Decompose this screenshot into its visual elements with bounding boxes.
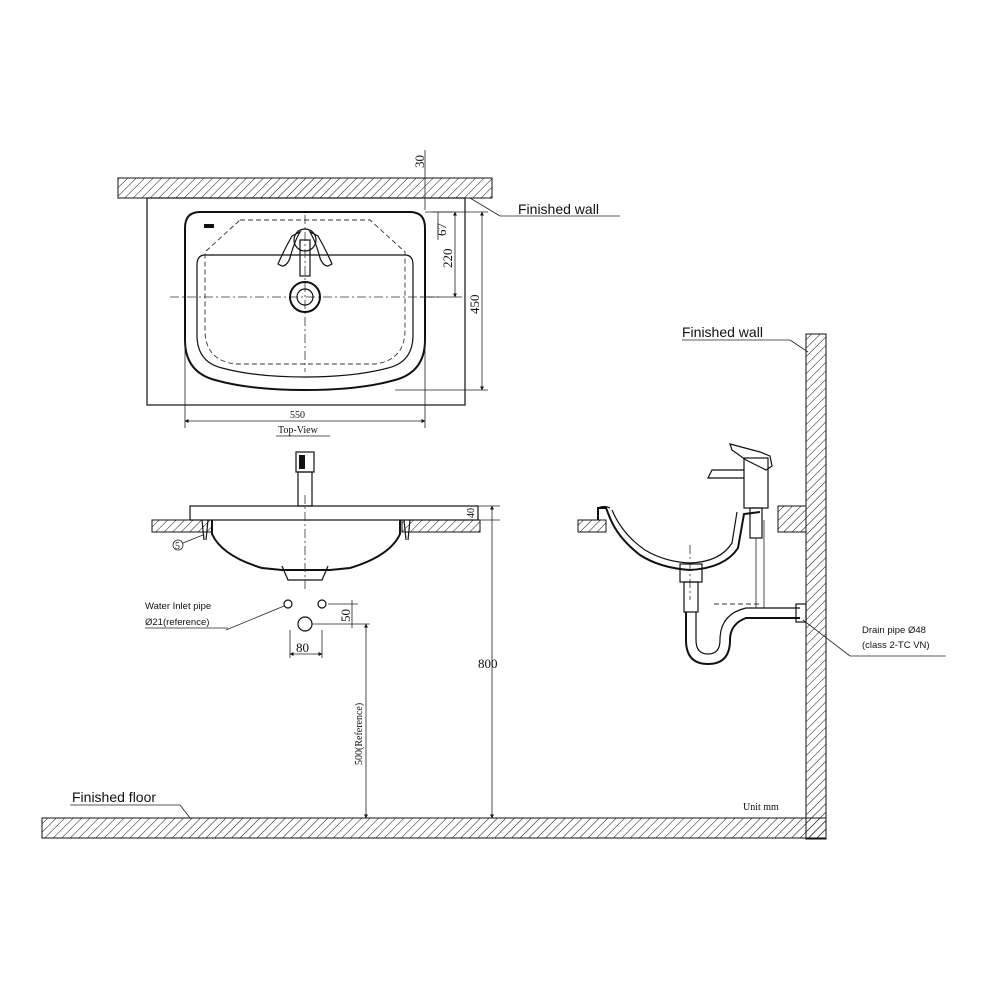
faucet-side-view — [707, 443, 773, 608]
side-view: Drain pipe Ø48 (class 2-TC VN) Finished … — [577, 324, 946, 840]
dim-40: 40 — [466, 508, 477, 518]
dim-30: 30 — [412, 155, 427, 168]
dim-67: 67 — [434, 223, 449, 237]
label-unit: Unit mm — [743, 802, 779, 813]
inlet-pipe-right — [317, 599, 327, 609]
faucet-top-view — [277, 228, 333, 277]
dim-80: 80 — [296, 640, 309, 655]
side-basin-inner — [611, 509, 738, 564]
side-p-trap — [685, 612, 800, 666]
label-drain-2: (class 2-TC VN) — [862, 640, 930, 651]
side-wall-hatch — [805, 333, 827, 840]
callout-5: 5 — [175, 541, 180, 552]
floor: Finished floor — [41, 789, 827, 839]
faucet-front-view — [295, 451, 315, 507]
label-drain-1: Drain pipe Ø48 — [862, 625, 926, 636]
front-view: 5 40 800 50 80 500(Reference) Water Inle… — [145, 451, 500, 819]
inlet-pipe-left — [283, 599, 293, 609]
dim-50: 50 — [338, 609, 353, 622]
top-wall-hatch — [117, 177, 493, 199]
dim-500: 500(Reference) — [354, 703, 365, 765]
label-water-inlet-1: Water Inlet pipe — [145, 601, 211, 612]
front-bowl — [211, 520, 401, 571]
side-counter-right — [777, 505, 807, 533]
logo-mark — [204, 224, 214, 228]
side-drain-body — [679, 563, 703, 583]
side-counter-left — [577, 519, 607, 533]
dim-220: 220 — [440, 249, 455, 269]
dim-450: 450 — [467, 295, 482, 315]
label-water-inlet-2: Ø21(reference) — [145, 617, 209, 628]
drain-pipe-front — [297, 616, 313, 632]
callout-5-circle — [172, 539, 184, 551]
front-counter-right — [401, 519, 481, 533]
front-rim — [189, 505, 479, 521]
top-counter-outline — [146, 197, 466, 406]
top-basin-inner — [196, 254, 414, 378]
label-finished-floor: Finished floor — [72, 789, 156, 805]
label-finished-wall-top: Finished wall — [518, 201, 599, 217]
floor-hatch — [41, 817, 827, 839]
dim-800: 800 — [478, 656, 498, 671]
top-basin-bowl-dashed — [204, 219, 406, 365]
top-view-title: Top-View — [278, 425, 319, 436]
drain-inner — [296, 288, 314, 306]
drain-outer — [289, 281, 321, 313]
dim-550: 550 — [290, 410, 305, 421]
top-view: 30 67 220 450 550 Top-View Finished wall — [117, 150, 620, 437]
side-basin-outer — [597, 507, 761, 572]
label-finished-wall-side: Finished wall — [682, 324, 763, 340]
